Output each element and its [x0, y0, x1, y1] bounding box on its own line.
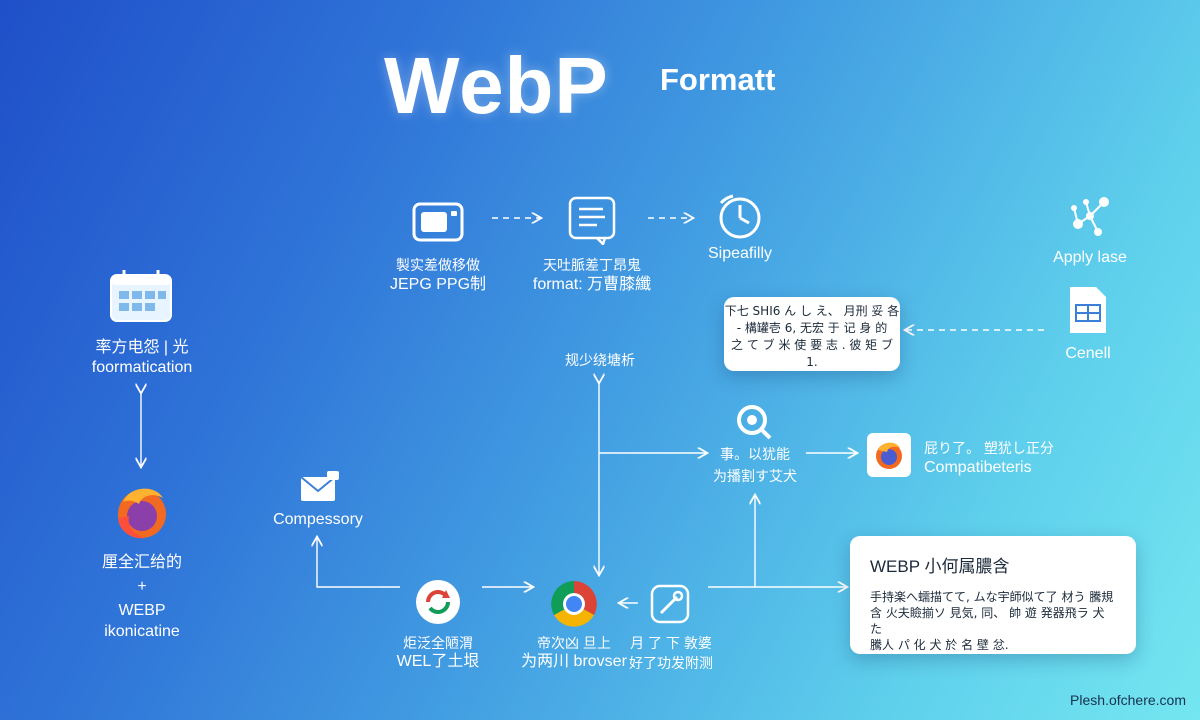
recycle-label: WEL了土垠 [396, 653, 480, 670]
search-icon [734, 402, 774, 442]
middle-label: 规少绕塘析 [565, 352, 635, 368]
arrow-mail-loop [317, 538, 400, 588]
compat-label-cjk: 屁り了。 塑犹し正分 [924, 440, 1054, 456]
note-line-1: 下七 SHI6 ん し え、 月刑 妥 各 [724, 304, 900, 318]
watermark: Plesh.ofchere.com [1070, 692, 1186, 708]
camera-icon [408, 196, 468, 246]
compat-firefox-icon [867, 433, 911, 477]
note-line-3: 之 て ブ 米 使 要 志 . 彼 矩 ブ 1. [731, 338, 893, 369]
spreadsheet-icon [1064, 284, 1112, 336]
mail-label: Compessory [273, 511, 363, 528]
firefox-icon [110, 482, 174, 542]
firefox-label-plus: + [137, 578, 147, 595]
document-icon [566, 194, 618, 246]
document-label-cjk: 天吐脈差丁昂鬼 [543, 257, 641, 273]
calendar-label-cjk: 率方电怨 | 光 [95, 339, 189, 356]
mail-icon [298, 468, 342, 506]
tool-icon [648, 582, 692, 626]
calendar-icon [108, 266, 174, 326]
firefox-label: WEBP [118, 602, 166, 619]
recycle-label-cjk: 炬泛全陋渭 [403, 635, 473, 651]
camera-label: JEPG PPG制 [389, 276, 487, 293]
clock-icon [714, 192, 766, 244]
note-card: 下七 SHI6 ん し え、 月刑 妥 各 - 構罐壱 6, 无宏 于 记 身 … [724, 297, 900, 371]
search-label: 为播割す艾犬 [713, 468, 797, 484]
document-label: format: 万曹膝纖 [532, 276, 652, 293]
chrome-label: 为两川 brovser [521, 653, 627, 670]
chrome-icon [548, 578, 600, 630]
chrome-label-cjk: 帝次凶 旦上 [537, 635, 611, 651]
sheet-label: Cenell [1065, 345, 1111, 362]
info-box-body: 手持楽へ蠕描てて, ムな宇師似て了 材う 騰規 含 火夫瞼揃ソ 見気, 同、 帥… [870, 590, 1114, 652]
apply-label: Apply lase [1053, 249, 1127, 266]
camera-label-cjk: 製实差做移做 [396, 257, 480, 273]
note-line-2: - 構罐壱 6, 无宏 于 记 身 的 [736, 321, 888, 335]
page-subtitle: Formatt [660, 62, 776, 97]
info-box-title: WEBP 小何属膿含 [870, 557, 1010, 576]
recycle-icon [416, 580, 460, 624]
compat-label: Compatibeteris [924, 459, 1032, 476]
search-label-cjk: 事。以犹能 [720, 446, 790, 462]
tool-label-cjk: 月 了 下 敦婆 [630, 635, 712, 651]
firefox-label-cjk: 厘全汇给的 [101, 554, 182, 571]
tool-label: 好了功发附测 [629, 655, 713, 671]
calendar-label: foormatication [91, 359, 193, 376]
info-box: WEBP 小何属膿含 手持楽へ蠕描てて, ムな宇師似て了 材う 騰規 含 火夫瞼… [850, 536, 1136, 654]
network-icon [1064, 194, 1116, 242]
clock-label: Sipeafilly [707, 245, 773, 262]
firefox-label-2: ikonicatine [104, 623, 180, 640]
page-title: WebP [384, 41, 609, 130]
